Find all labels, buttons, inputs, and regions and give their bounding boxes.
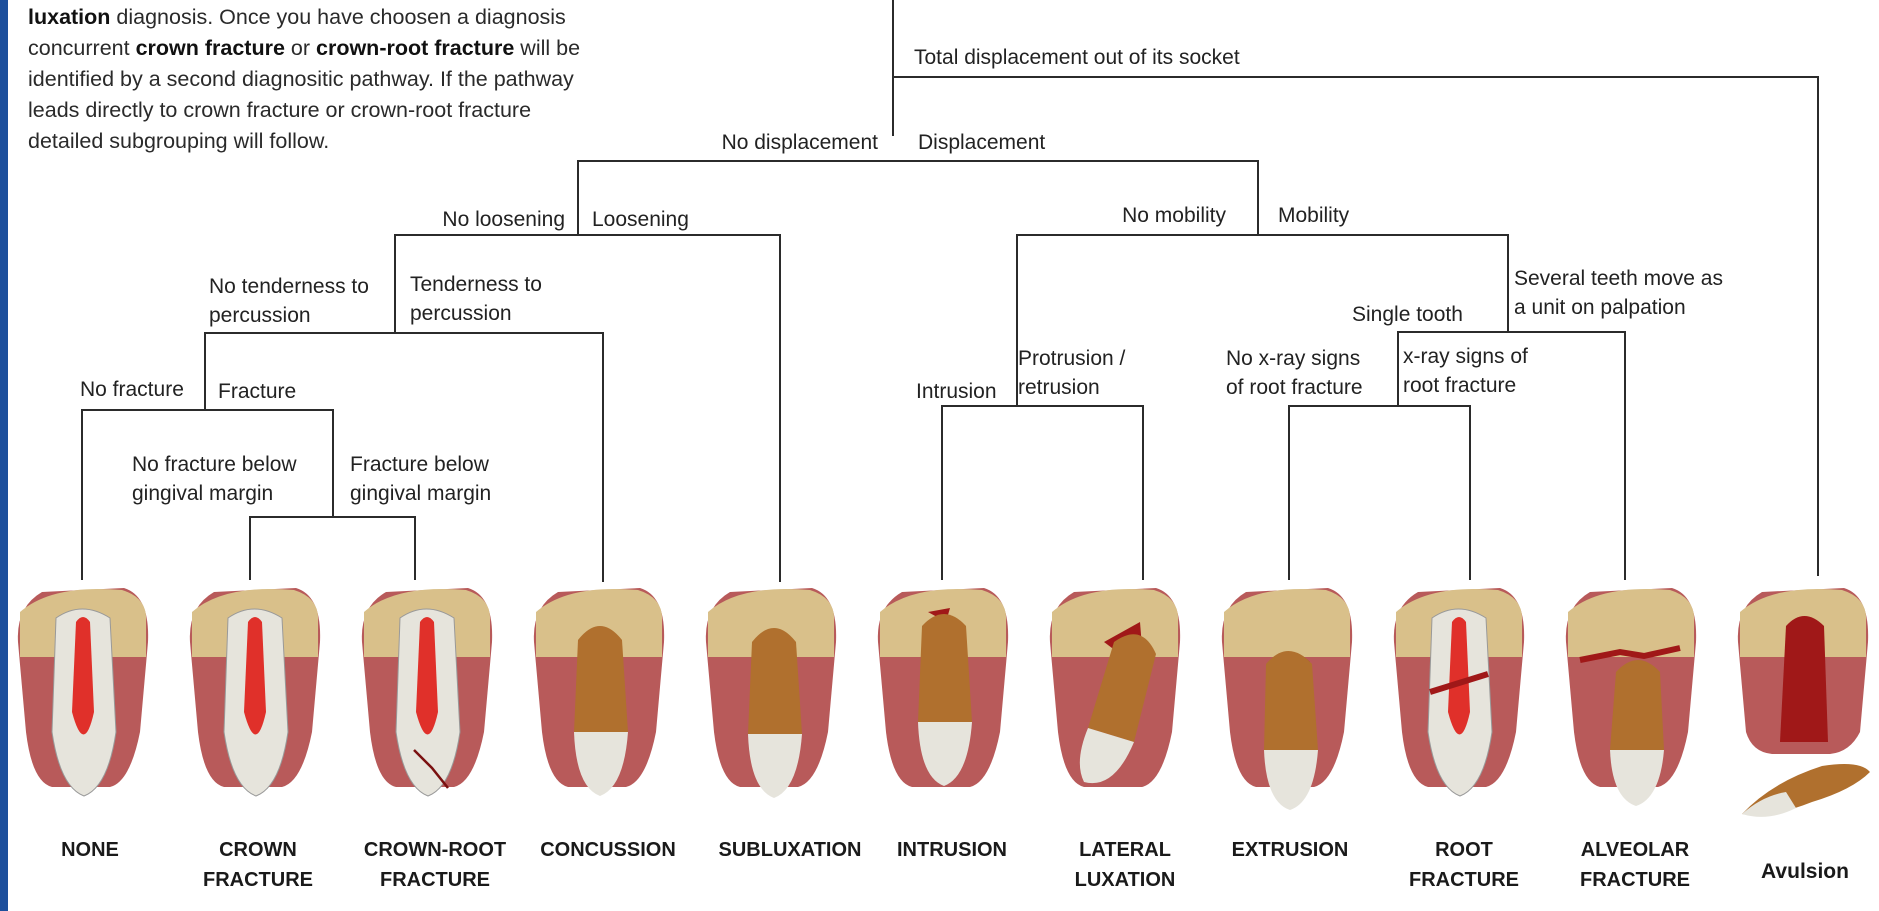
label-no-loosening: No loosening (400, 205, 565, 234)
tooth-extrusion-icon (1216, 582, 1358, 812)
tooth-crown-fracture-icon (184, 582, 326, 812)
tooth-alveolar-fracture-icon (1560, 582, 1702, 812)
tooth-none-icon (12, 582, 154, 812)
label-protrusion: Protrusion /retrusion (1018, 344, 1125, 402)
label-no-fracture: No fracture (80, 375, 184, 404)
label-no-mobility: No mobility (1060, 201, 1226, 230)
diagnosis-concussion: CONCUSSION (528, 835, 688, 865)
branch-loosening (578, 235, 780, 582)
branch-lateral (1017, 406, 1143, 580)
label-intrusion: Intrusion (916, 377, 997, 406)
tooth-avulsion-icon (1732, 582, 1874, 832)
tooth-root-fracture-icon (1388, 582, 1530, 812)
label-no-displacement: No displacement (660, 128, 878, 157)
label-mobility: Mobility (1278, 201, 1349, 230)
label-displacement: Displacement (918, 128, 1045, 157)
tooth-lateral-luxation-icon (1044, 582, 1186, 812)
diagnosis-extrusion: EXTRUSION (1220, 835, 1360, 865)
branch-extrusion (1289, 406, 1398, 580)
tooth-concussion-icon (528, 582, 670, 812)
diagnosis-avulsion: Avulsion (1745, 857, 1865, 887)
branch-intrusion (942, 406, 1017, 580)
branch-crown-root (333, 517, 415, 580)
label-fracture: Fracture (218, 377, 296, 406)
tooth-intrusion-icon (872, 582, 1014, 812)
diagnosis-intrusion: INTRUSION (882, 835, 1022, 865)
label-loosening: Loosening (592, 205, 689, 234)
label-single-tooth: Single tooth (1352, 300, 1463, 329)
diagnosis-none: NONE (40, 835, 140, 865)
tooth-crown-root-fracture-icon (356, 582, 498, 812)
branch-root-fracture (1398, 406, 1470, 580)
tooth-subluxation-icon (700, 582, 842, 812)
diagnosis-subluxation: SUBLUXATION (705, 835, 875, 865)
branch-crown (250, 517, 333, 580)
label-total-displacement: Total displacement out of its socket (914, 43, 1240, 72)
